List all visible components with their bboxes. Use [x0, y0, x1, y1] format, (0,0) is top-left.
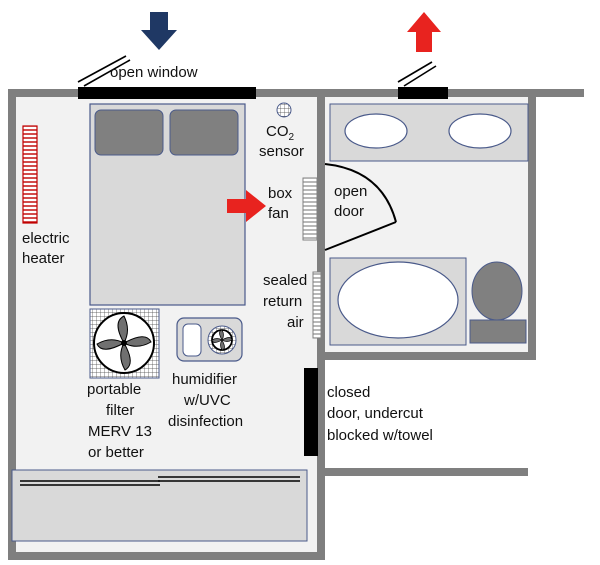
sealed-return-label: air	[287, 314, 304, 331]
bathroom-window-sash	[397, 61, 437, 87]
arrow-down-icon	[141, 12, 177, 50]
fan-icon	[89, 308, 160, 379]
pillow-right	[169, 109, 239, 156]
closet	[11, 469, 308, 542]
electric-heater-label: heater	[22, 250, 65, 267]
box-fan	[302, 177, 318, 241]
co2-sensor-label: CO2	[266, 123, 295, 143]
co2-sensor-label: sensor	[259, 143, 304, 160]
box-fan-label: box	[268, 185, 293, 202]
sink-right	[448, 113, 512, 149]
portable-filter-label: MERV 13	[88, 423, 152, 440]
electric-heater	[22, 125, 38, 224]
open-door-label: open	[334, 183, 367, 200]
open-window-label: open window	[110, 64, 198, 81]
sealed-return-label: return	[263, 293, 302, 310]
bathtub-basin	[337, 261, 459, 339]
left-wall	[8, 89, 16, 560]
closed-door-label: door, undercut	[327, 405, 424, 422]
box-fan-label: fan	[268, 205, 289, 222]
toilet-bowl	[471, 261, 523, 321]
hallway-wall	[325, 468, 528, 476]
open-door-label: door	[334, 203, 364, 220]
bathroom-bottom-wall	[317, 352, 536, 360]
toilet-tank	[469, 319, 527, 344]
bottom-wall	[8, 552, 325, 560]
portable-filter-label: or better	[88, 444, 144, 461]
humidifier-label: disinfection	[168, 413, 243, 430]
portable-filter-label: filter	[106, 402, 134, 419]
closed-door-label: blocked w/towel	[327, 427, 433, 444]
bathroom-window	[398, 87, 448, 99]
closed-door	[304, 368, 318, 456]
bathroom-right-wall	[528, 97, 536, 359]
sealed-return-air	[312, 271, 322, 339]
portable-filter-label: portable	[87, 381, 141, 398]
sealed-return-label: sealed	[263, 272, 307, 289]
closet-sliding-doors	[20, 476, 300, 486]
top-wall-right	[536, 89, 584, 97]
open-window-sash	[77, 55, 131, 87]
top-wall-left	[8, 89, 536, 97]
arrow-up-icon	[407, 12, 441, 52]
sensor-icon	[276, 102, 292, 118]
humidifier-label: humidifier	[172, 371, 237, 388]
humidifier-label: w/UVC	[183, 392, 231, 409]
fan-icon	[176, 317, 243, 362]
arrow-right-icon	[227, 190, 266, 222]
humidifier-tank	[182, 323, 202, 357]
electric-heater-label: electric	[22, 230, 70, 247]
open-window	[78, 87, 256, 99]
pillow-left	[94, 109, 164, 156]
sink-left	[344, 113, 408, 149]
open-door	[324, 221, 397, 251]
closed-door-label: closed	[327, 384, 370, 401]
open-door-swing	[324, 163, 397, 223]
